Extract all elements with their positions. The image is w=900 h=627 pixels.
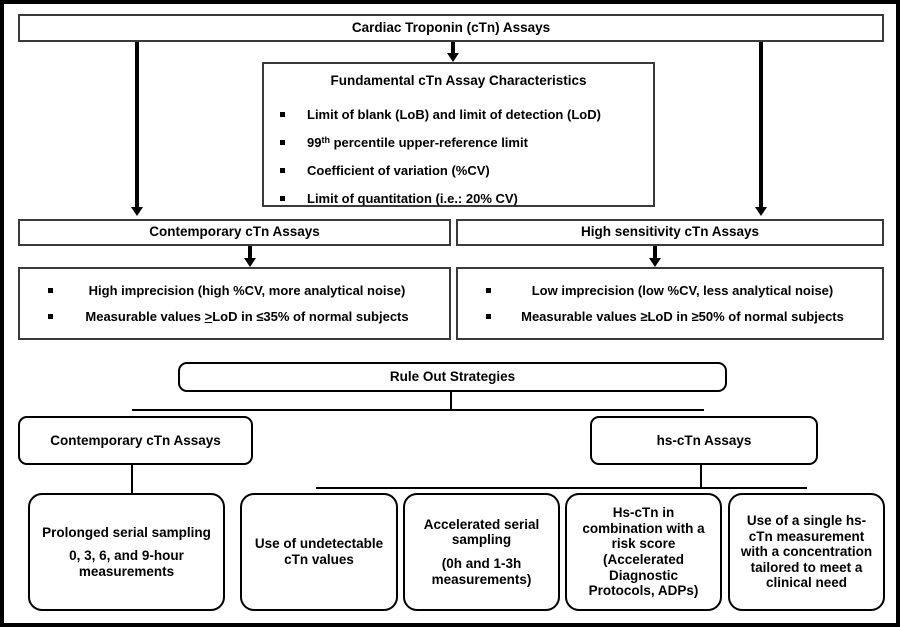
strategy-single-measurement-text: Use of a single hs-cTn measurement with …: [730, 513, 883, 591]
arrow-right-line: [759, 42, 763, 207]
strategy-prolonged-sampling-box: Prolonged serial sampling 0, 3, 6, and 9…: [23, 488, 225, 611]
gte-underlined: >: [204, 308, 213, 324]
contemporary-bullet-1: High imprecision (high %CV, more analyti…: [88, 283, 406, 299]
strategy-line: (0h and 1-3h measurements): [431, 556, 532, 587]
list-item: Limit of blank (LoB) and limit of detect…: [280, 100, 653, 128]
strategy-undetectable-ctn-text: Use of undetectable cTn values: [242, 536, 396, 567]
strategy-prolonged-sampling-text: Prolonged serial sampling 0, 3, 6, and 9…: [30, 525, 223, 580]
strategy-line: Accelerated serial sampling: [423, 516, 540, 548]
list-item: Low imprecision (low %CV, less analytica…: [458, 283, 874, 298]
arrow-down-icon: [755, 207, 767, 216]
contemporary-details-box: High imprecision (high %CV, more analyti…: [18, 267, 451, 340]
strategy-risk-score-box: Hs-cTn in combination with a risk score …: [560, 488, 722, 611]
strategy-line: Prolonged serial sampling: [42, 524, 211, 540]
rule-out-contemporary-box: Contemporary cTn Assays: [13, 411, 253, 465]
high-sensitivity-bullet-1: Low imprecision (low %CV, less analytica…: [531, 283, 834, 299]
high-sensitivity-bullet-2: Measurable values ≥LoD in ≥50% of normal…: [521, 308, 844, 324]
rule-out-strategies-box: Rule Out Strategies: [173, 357, 727, 392]
arrow-down-icon: [447, 53, 459, 62]
arrow-down-icon: [131, 207, 143, 216]
rule-out-hs-label: hs-cTn Assays: [656, 432, 752, 448]
rule-out-hs-box: hs-cTn Assays: [585, 411, 818, 465]
square-bullet-icon: [48, 288, 53, 294]
square-bullet-icon: [280, 195, 285, 201]
list-item: Limit of quantitation (i.e.: 20% CV): [280, 184, 653, 212]
connector-line: [131, 465, 133, 495]
connector-line: [132, 409, 704, 411]
arrow-hs-line: [653, 246, 657, 258]
fundamental-bullet-2: 99th percentile upper-reference limit: [307, 134, 528, 150]
connector-line: [316, 487, 807, 489]
arrow-down-icon: [244, 258, 256, 267]
superscript-th: th: [321, 134, 330, 145]
square-bullet-icon: [280, 139, 285, 145]
square-bullet-icon: [486, 313, 491, 319]
high-sensitivity-assays-label: High sensitivity cTn Assays: [580, 224, 760, 240]
title-box: Cardiac Troponin (cTn) Assays: [18, 14, 884, 42]
strategy-line: Use of a single hs-cTn measurement with …: [740, 513, 873, 591]
connector-line: [450, 392, 452, 411]
list-item: High imprecision (high %CV, more analyti…: [20, 283, 441, 298]
arrow-left-line: [135, 42, 139, 207]
strategy-line: Use of undetectable cTn values: [254, 536, 384, 567]
strategy-line: 0, 3, 6, and 9-hour measurements: [69, 548, 184, 579]
arrow-down-icon: [649, 258, 661, 267]
arrow-mid-line: [451, 42, 455, 53]
fundamental-characteristics-box: Fundamental cTn Assay Characteristics Li…: [262, 62, 655, 207]
strategy-risk-score-text: Hs-cTn in combination with a risk score …: [567, 505, 720, 598]
fundamental-heading: Fundamental cTn Assay Characteristics: [330, 73, 587, 88]
list-item: Coefficient of variation (%CV): [280, 156, 653, 184]
list-item: Measurable values >LoD in ≤35% of normal…: [20, 309, 441, 324]
strategy-single-measurement-box: Use of a single hs-cTn measurement with …: [723, 488, 885, 611]
contemporary-assays-box: Contemporary cTn Assays: [18, 219, 451, 246]
square-bullet-icon: [48, 313, 53, 319]
square-bullet-icon: [280, 167, 285, 173]
fundamental-bullet-1: Limit of blank (LoB) and limit of detect…: [307, 106, 601, 122]
rule-out-contemporary-label: Contemporary cTn Assays: [50, 432, 221, 448]
square-bullet-icon: [486, 288, 491, 294]
strategy-accelerated-sampling-box: Accelerated serial sampling (0h and 1-3h…: [398, 488, 560, 611]
arrow-contemporary-line: [248, 246, 252, 258]
page-title: Cardiac Troponin (cTn) Assays: [351, 19, 551, 35]
list-item: Measurable values ≥LoD in ≥50% of normal…: [458, 309, 874, 324]
fundamental-bullet-3: Coefficient of variation (%CV): [307, 162, 490, 178]
fundamental-bullet-4: Limit of quantitation (i.e.: 20% CV): [307, 190, 518, 206]
contemporary-bullet-2: Measurable values >LoD in ≤35% of normal…: [85, 308, 409, 324]
list-item: 99th percentile upper-reference limit: [280, 128, 653, 156]
high-sensitivity-assays-box: High sensitivity cTn Assays: [456, 219, 884, 246]
strategy-accelerated-sampling-text: Accelerated serial sampling (0h and 1-3h…: [405, 517, 558, 587]
high-sensitivity-details-box: Low imprecision (low %CV, less analytica…: [456, 267, 884, 340]
square-bullet-icon: [280, 111, 285, 117]
strategy-line: Hs-cTn in combination with a risk score …: [582, 505, 705, 599]
rule-out-strategies-label: Rule Out Strategies: [389, 369, 516, 385]
strategy-undetectable-ctn-box: Use of undetectable cTn values: [235, 488, 398, 611]
contemporary-assays-label: Contemporary cTn Assays: [149, 224, 320, 240]
connector-line: [700, 465, 702, 489]
